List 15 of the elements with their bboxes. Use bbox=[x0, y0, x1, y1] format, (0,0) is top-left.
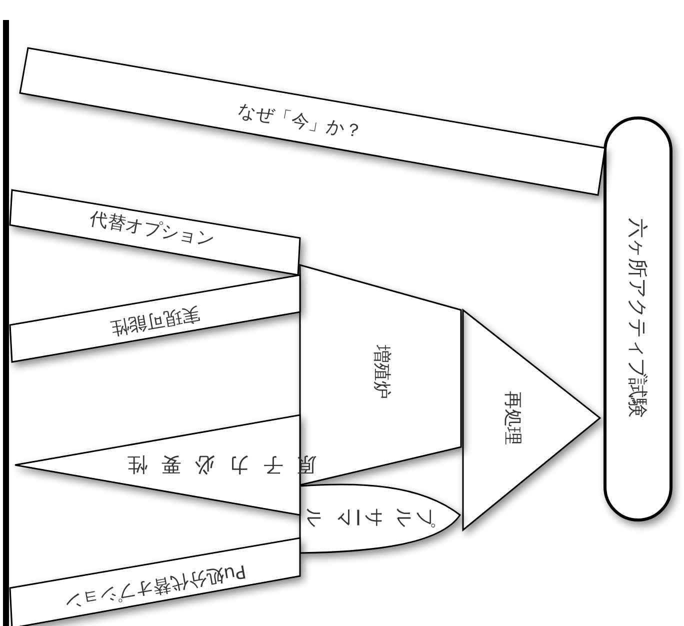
branch-label: Pu処分代替オプション bbox=[62, 561, 248, 611]
branch-label: 実現可能性 bbox=[109, 303, 201, 337]
branch-label: 増殖炉 bbox=[372, 345, 390, 399]
branch-leaf bbox=[300, 486, 460, 554]
branch-bar bbox=[10, 538, 300, 626]
branch-label: 六ヶ所アクティブ試験 bbox=[628, 218, 648, 418]
branch-label: なぜ「今」か？ bbox=[236, 102, 364, 142]
topic-pill bbox=[605, 118, 672, 520]
branch-label: 代替オプション bbox=[88, 210, 216, 250]
branch-bar bbox=[10, 275, 300, 362]
branch-label: 再処理 bbox=[503, 391, 521, 445]
branch-label: プルサーマル bbox=[305, 506, 450, 528]
branch-bar bbox=[10, 190, 300, 275]
branch-triangle bbox=[463, 310, 600, 531]
branch-label: 原子力必要性 bbox=[113, 455, 317, 475]
